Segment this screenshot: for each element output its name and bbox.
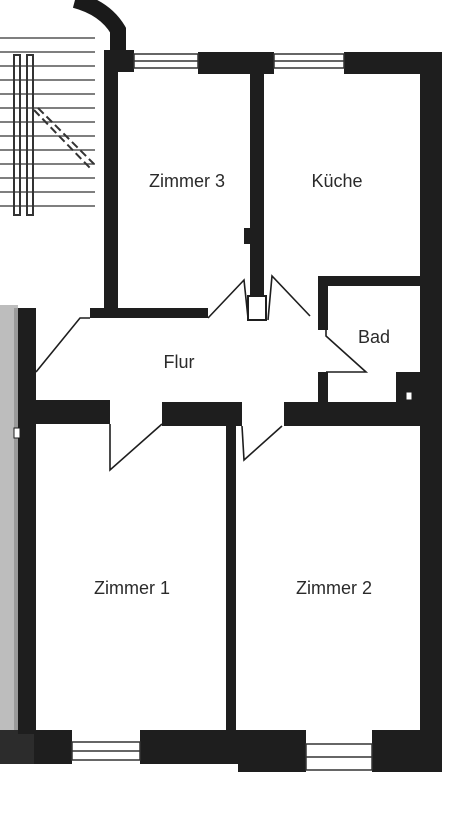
top-wall-mid [198,52,274,74]
staircase [0,0,126,216]
bottom-wall-right [372,730,442,772]
right-outer-wall [420,52,442,772]
room-label-bad: Bad [358,327,390,347]
partition-z3-kueche [250,74,264,320]
upper-left-wall [104,50,118,310]
room-label-flur: Flur [164,352,195,372]
room-label-kueche: Küche [311,171,362,191]
room-label-zimmer2: Zimmer 2 [296,578,372,598]
staircase-curved-wall [72,0,126,50]
lower-left-wall [18,424,36,734]
door-zimmer3 [207,278,249,319]
z3-bottom-wall [90,308,208,318]
doors [35,274,369,472]
bottom-wall-left [34,730,72,764]
flur-bottom-wall-left [18,400,110,424]
bottom-wall-lower [238,758,306,772]
bad-left-wall-bottom [318,372,328,404]
door-bad [325,330,369,373]
bad-top-wall [318,276,422,286]
door-kueche [267,274,311,321]
neighbor-area-bottom [0,730,34,764]
door-zimmer2 [241,425,283,462]
windows [71,53,373,771]
door-zimmer1 [109,423,163,472]
neighbor-area [0,305,18,735]
door-entry [35,317,90,373]
room-label-zimmer3: Zimmer 3 [149,171,225,191]
neighbor-wall-strip [14,308,18,738]
bad-left-wall-top [318,276,328,330]
flur-bottom-wall-mid [162,402,242,426]
flur-left-wall [18,308,36,400]
room-label-zimmer1: Zimmer 1 [94,578,170,598]
flur-bottom-wall-right [284,402,422,426]
partition-z1-z2 [226,424,236,734]
walls [18,50,442,772]
top-wall-right [344,52,442,74]
